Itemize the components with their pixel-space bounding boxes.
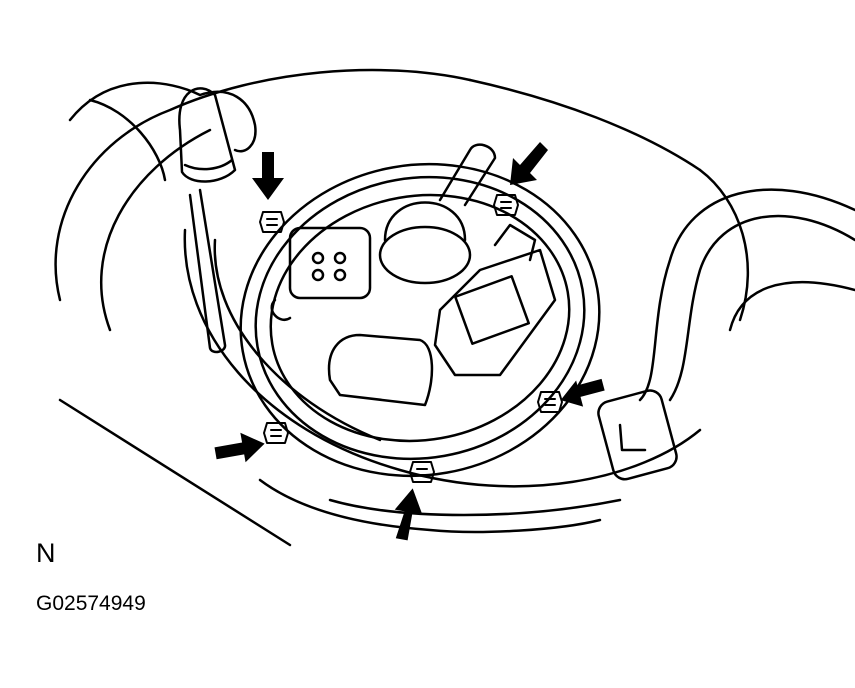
arrow-icon: [510, 142, 548, 185]
fuel-pump-flange: [239, 143, 601, 478]
bolt: [493, 194, 519, 216]
flange-bolts: [259, 194, 563, 483]
arrow-icon: [560, 378, 605, 407]
wiring-harness: [597, 188, 855, 481]
arrow-icon: [214, 432, 265, 463]
figure-id: G02574949: [36, 592, 146, 615]
arrow-icon: [394, 488, 423, 541]
screwdriver: [178, 87, 237, 354]
bolt: [259, 211, 285, 233]
orientation-label: N: [36, 538, 56, 568]
bolt: [537, 391, 563, 413]
bolt: [263, 422, 289, 444]
arrow-icon: [252, 152, 284, 200]
hand: [68, 81, 257, 182]
arrow-indicators: [214, 142, 605, 541]
bolt: [409, 461, 435, 483]
